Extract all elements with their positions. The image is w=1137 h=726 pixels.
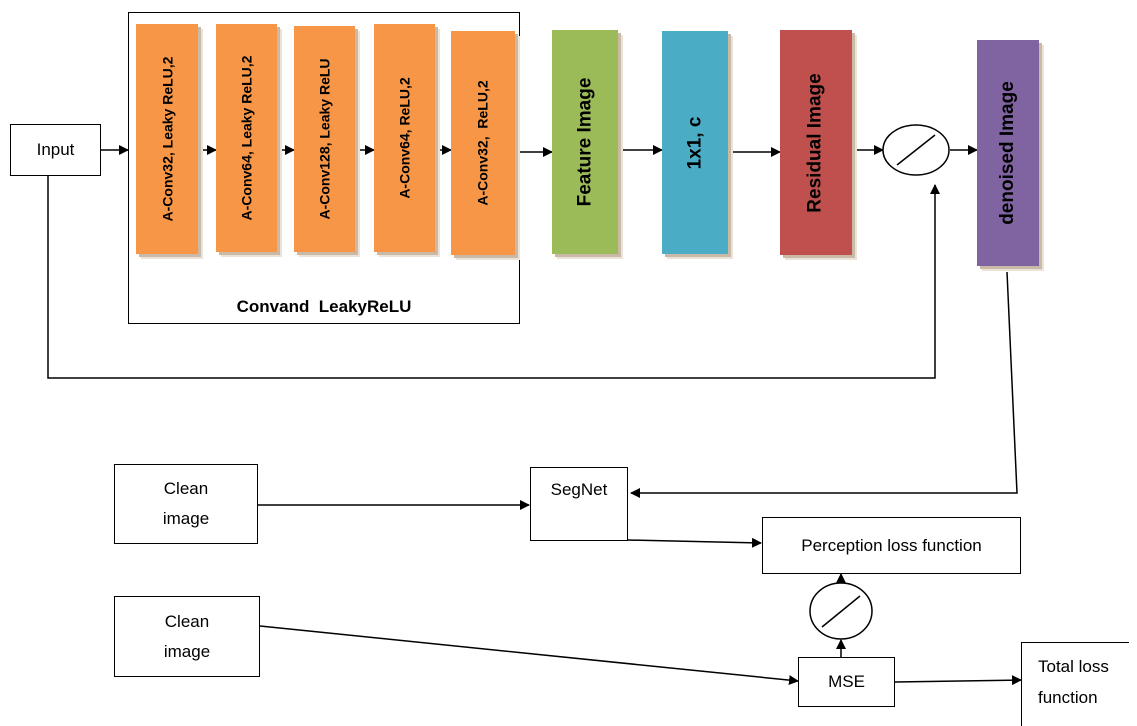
conv-layer-2: A-Conv64, Leaky ReLU,2 xyxy=(216,24,277,252)
conv-layer-2-label: A-Conv64, Leaky ReLU,2 xyxy=(238,55,255,221)
segnet-box: SegNet xyxy=(530,467,628,541)
feature-image-block: Feature Image xyxy=(552,30,618,254)
conv-layer-5: A-Conv32, ReLU,2 xyxy=(451,31,515,255)
multiply-operator-main xyxy=(882,124,950,176)
mse-box: MSE xyxy=(798,657,895,707)
residual-image-label: Residual Image xyxy=(805,72,827,213)
input-box: Input xyxy=(10,124,101,176)
perception-loss-box: Perception loss function xyxy=(762,517,1021,574)
clean-bottom-line-1: Clean xyxy=(164,611,210,631)
conv-layer-4-label: A-Conv64, ReLU,2 xyxy=(396,77,413,199)
arrow-mse-to-total xyxy=(894,675,1022,686)
conv-layer-4: A-Conv64, ReLU,2 xyxy=(374,24,435,252)
input-label: Input xyxy=(36,140,75,159)
perception-loss-label: Perception loss function xyxy=(801,535,982,555)
clean-top-line-1: Clean xyxy=(163,479,209,498)
total-loss-line-2: function xyxy=(1038,688,1098,707)
clean-image-box-bottom: Clean image xyxy=(114,596,260,677)
denoised-image-label: denoised Image xyxy=(997,81,1019,225)
clean-bottom-line-2: image xyxy=(163,641,211,661)
arrow-denoised-to-segnet xyxy=(630,271,1018,498)
conv-layer-3: A-Conv128, Leaky ReLU xyxy=(294,26,355,252)
conv-layer-3-label: A-Conv128, Leaky ReLU xyxy=(316,58,333,220)
arrow-segnet-to-perception xyxy=(626,537,762,548)
total-loss-line-1: Total loss xyxy=(1038,657,1109,676)
conv-1x1-block: 1x1, c xyxy=(662,31,728,254)
group-label: Convand LeakyReLU xyxy=(236,297,412,316)
arrow-clean-bottom-to-mse xyxy=(259,625,799,686)
clean-image-box-top: Clean image xyxy=(114,464,258,544)
conv-layer-5-label: A-Conv32, ReLU,2 xyxy=(475,80,491,206)
segnet-label: SegNet xyxy=(550,480,608,499)
conv-layer-1-label: A-Conv32, Leaky ReLU,2 xyxy=(159,56,176,222)
conv-leaky-relu-group: Convand LeakyReLU xyxy=(128,12,520,324)
skip-connection xyxy=(47,176,940,379)
total-loss-box: Total loss function xyxy=(1021,642,1129,726)
denoised-image-block: denoised Image xyxy=(977,40,1039,266)
feature-image-label: Feature Image xyxy=(574,77,596,207)
conv-layer-1: A-Conv32, Leaky ReLU,2 xyxy=(136,24,198,254)
multiply-operator-loss xyxy=(809,582,873,640)
mse-label: MSE xyxy=(828,672,865,691)
conv-1x1-label: 1x1, c xyxy=(683,116,705,169)
clean-top-line-2: image xyxy=(162,509,210,528)
residual-image-block: Residual Image xyxy=(780,30,852,255)
